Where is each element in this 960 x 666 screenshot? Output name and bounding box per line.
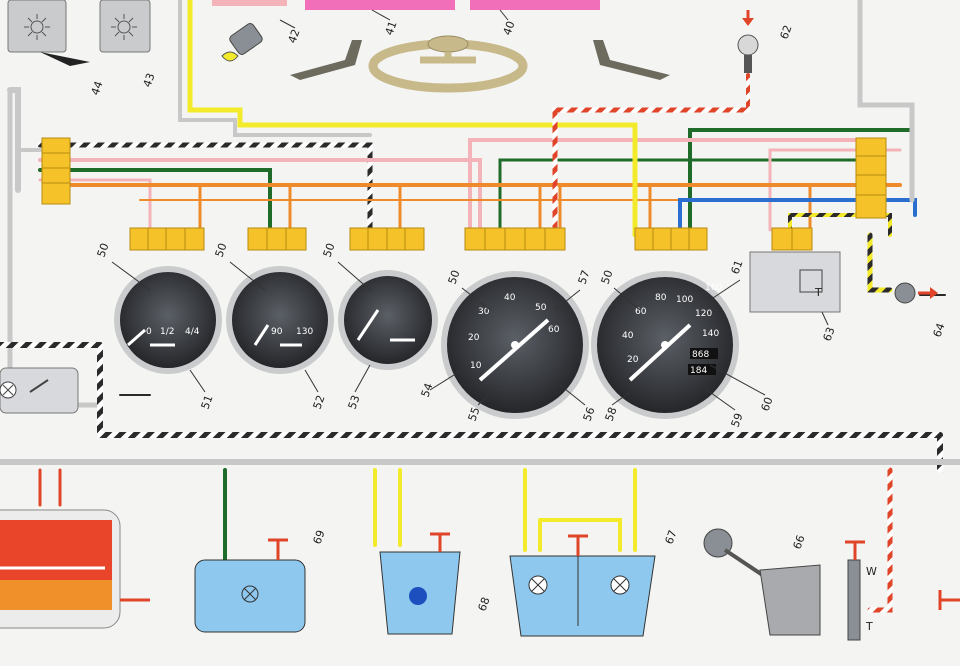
gauge-51-fuel: 0 1/2 4/4 [114,266,222,374]
speedo-tick-80: 80 [655,293,667,303]
ref-66: 66 [791,533,808,551]
steering-wheel [368,35,528,93]
ref-51: 51 [199,393,216,411]
reference-numbers: 40 41 42 43 44 50 50 50 50 50 51 52 53 5… [89,19,948,613]
indicator-lamp-left [0,367,79,414]
ref-63: 63 [821,325,838,343]
temp-scale-130: 130 [296,327,313,337]
switch-44 [7,0,67,53]
speedo-tick-120: 120 [695,309,712,319]
tank-68 [379,532,461,635]
ref-67: 67 [663,528,680,546]
ref-50-51: 50 [95,241,112,259]
speedo-tick-160: 160 [705,283,722,293]
relay-block-40 [470,0,600,10]
speedo-tick-20: 20 [627,355,639,365]
fuel-tank-left [0,509,150,629]
connector-left [41,137,71,205]
ref-41: 41 [383,19,400,37]
gauge-53-oil [338,270,438,370]
ref-60: 60 [759,395,776,413]
ref-50-58: 50 [599,268,616,286]
ref-58: 58 [603,405,620,423]
speedo-tick-40: 40 [622,331,634,341]
ref-50-54: 50 [446,268,463,286]
sensor-64 [894,282,938,304]
ref-68: 68 [476,595,493,613]
fuel-scale-empty: 0 [146,327,152,337]
connector-54 [464,227,566,251]
ref-53: 53 [346,393,363,411]
top-components [7,0,759,93]
tacho-tick-30: 30 [478,307,490,317]
odometer-total: 868 [692,350,709,360]
ref-43: 43 [141,71,158,89]
temp-scale-90: 90 [271,327,283,337]
speedo-tick-60: 60 [635,307,647,317]
button-62 [737,10,759,73]
fuel-scale-full: 4/4 [185,327,200,337]
ref-55: 55 [466,405,483,423]
tacho-tick-10: 10 [470,361,482,371]
speedo-tick-100: 100 [676,295,693,305]
ref-56: 56 [581,405,598,423]
relay-block-42 [212,0,287,6]
sun-icon [111,14,137,40]
switch-43 [99,0,151,53]
odometer-trip: 184 [690,366,707,376]
lamp-42 [221,23,263,62]
switch-44-lever [40,52,90,66]
ref-61: 61 [729,258,746,276]
terminal-w: W [866,565,877,578]
tacho-tick-60: 60 [548,325,560,335]
ref-59: 59 [729,411,746,429]
relay-63 [749,251,841,313]
connector-dividers [42,152,886,250]
ref-54: 54 [419,381,436,399]
ref-57: 57 [576,268,593,286]
gauge-54-tachometer: 10 20 30 40 50 60 [441,271,589,419]
ref-40: 40 [501,19,518,37]
leader-lines [111,9,829,411]
tacho-tick-40: 40 [504,293,516,303]
connector-52 [247,227,307,251]
speedo-tick-140: 140 [702,329,719,339]
connector-right [855,137,887,219]
tank-67 [509,534,656,637]
ref-50-52: 50 [213,241,230,259]
ref-52: 52 [311,393,328,411]
terminal-t-66: T [865,620,873,633]
sun-icon [24,14,50,40]
tacho-tick-20: 20 [468,333,480,343]
fuel-scale-half: 1/2 [160,327,174,337]
connector-51 [129,227,205,251]
ref-62: 62 [778,23,795,41]
relay-block-41 [305,0,455,10]
tacho-tick-50: 50 [535,303,547,313]
ref-42: 42 [286,27,303,45]
gauge-58-speedometer: 20 40 60 80 100 120 140 160 868 184 [591,271,739,419]
ref-69: 69 [311,528,328,546]
tank-69 [194,538,306,633]
ref-64: 64 [931,321,948,339]
steering-column [290,40,670,80]
terminal-t-63: T [814,286,822,299]
ref-44: 44 [89,79,106,97]
gauge-52-temperature: 90 130 [226,266,334,374]
switch-66 [703,528,960,641]
ref-50-53: 50 [321,241,338,259]
